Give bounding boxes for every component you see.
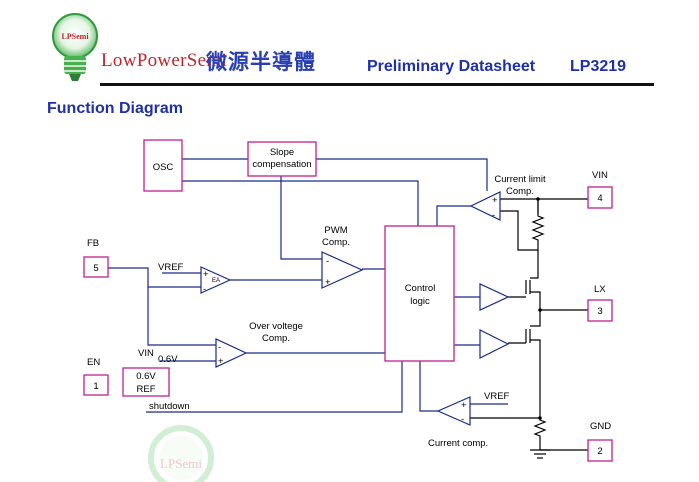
svg-text:5: 5 bbox=[93, 263, 98, 274]
current-limit-comparator bbox=[469, 191, 501, 221]
svg-text:+: + bbox=[203, 269, 209, 280]
svg-text:Comp.: Comp. bbox=[262, 333, 290, 344]
section-title: Function Diagram bbox=[47, 100, 184, 117]
svg-text:+: + bbox=[325, 277, 331, 288]
reference-block bbox=[122, 367, 170, 397]
high-side-driver bbox=[479, 283, 510, 311]
control-logic-block bbox=[384, 225, 455, 362]
svg-text:compensation: compensation bbox=[252, 159, 311, 170]
document-title: Preliminary Datasheet bbox=[367, 58, 536, 75]
watermark: LPSemi bbox=[148, 425, 214, 482]
pin-vin-label: VIN bbox=[592, 170, 608, 181]
over-voltage-label: Over voltege bbox=[249, 321, 303, 332]
over-voltage-comparator bbox=[215, 338, 248, 368]
svg-text:logic: logic bbox=[410, 296, 430, 307]
svg-text:-: - bbox=[218, 342, 221, 353]
vin-ref-label: VIN bbox=[138, 348, 154, 359]
pin-lx-label: LX bbox=[594, 284, 606, 295]
company-name: LowPowerSemi bbox=[101, 50, 228, 71]
slope-compensation-block bbox=[247, 141, 317, 177]
svg-text:-: - bbox=[326, 256, 329, 267]
osc-block bbox=[143, 139, 183, 192]
svg-text:-: - bbox=[203, 284, 206, 295]
pin-gnd-label: GND bbox=[590, 421, 611, 432]
pin-vin bbox=[587, 186, 613, 209]
svg-text:1: 1 bbox=[93, 381, 98, 392]
vref-ea-label: VREF bbox=[158, 262, 184, 273]
pwm-label: PWM bbox=[324, 225, 347, 236]
logo-bulb-icon: LPSemi bbox=[52, 13, 98, 81]
pin-gnd bbox=[587, 439, 613, 462]
error-amplifier bbox=[200, 266, 232, 294]
pin-fb bbox=[83, 256, 109, 278]
current-limit-label: Current limit bbox=[494, 174, 546, 185]
svg-text:+: + bbox=[461, 400, 467, 411]
pwm-comparator bbox=[321, 251, 364, 289]
svg-text:Comp.: Comp. bbox=[506, 186, 534, 197]
svg-text:OSC: OSC bbox=[153, 162, 174, 173]
current-comparator bbox=[436, 396, 471, 426]
svg-text:Comp.: Comp. bbox=[322, 237, 350, 248]
ea-label: EA bbox=[212, 278, 220, 284]
low-side-driver bbox=[479, 329, 510, 359]
part-number: LP3219 bbox=[570, 58, 627, 75]
pin-fb-label: FB bbox=[87, 238, 99, 249]
ov-ref-label: 0.6V bbox=[158, 354, 178, 365]
current-comp-label: Current comp. bbox=[428, 438, 488, 449]
svg-text:+: + bbox=[492, 195, 498, 206]
shutdown-label: shutdown bbox=[149, 401, 190, 412]
watermark-text: LPSemi bbox=[160, 456, 202, 471]
svg-text:3: 3 bbox=[597, 306, 602, 317]
svg-text:2: 2 bbox=[597, 446, 602, 457]
svg-text:-: - bbox=[461, 414, 464, 425]
svg-text:+: + bbox=[218, 356, 224, 367]
pin-en bbox=[83, 374, 109, 396]
svg-text:-: - bbox=[492, 210, 495, 221]
logo-badge-text: LPSemi bbox=[61, 32, 89, 41]
svg-text:REF: REF bbox=[137, 384, 156, 395]
svg-text:Slope: Slope bbox=[270, 147, 294, 158]
vref-cc-label: VREF bbox=[484, 391, 510, 402]
company-name-cn: 微源半導體 bbox=[206, 51, 316, 74]
pin-lx bbox=[587, 299, 613, 322]
svg-text:Control: Control bbox=[405, 283, 436, 294]
pin-en-label: EN bbox=[87, 357, 100, 368]
header-divider bbox=[100, 83, 654, 86]
svg-text:0.6V: 0.6V bbox=[136, 371, 156, 382]
svg-text:4: 4 bbox=[597, 193, 602, 204]
